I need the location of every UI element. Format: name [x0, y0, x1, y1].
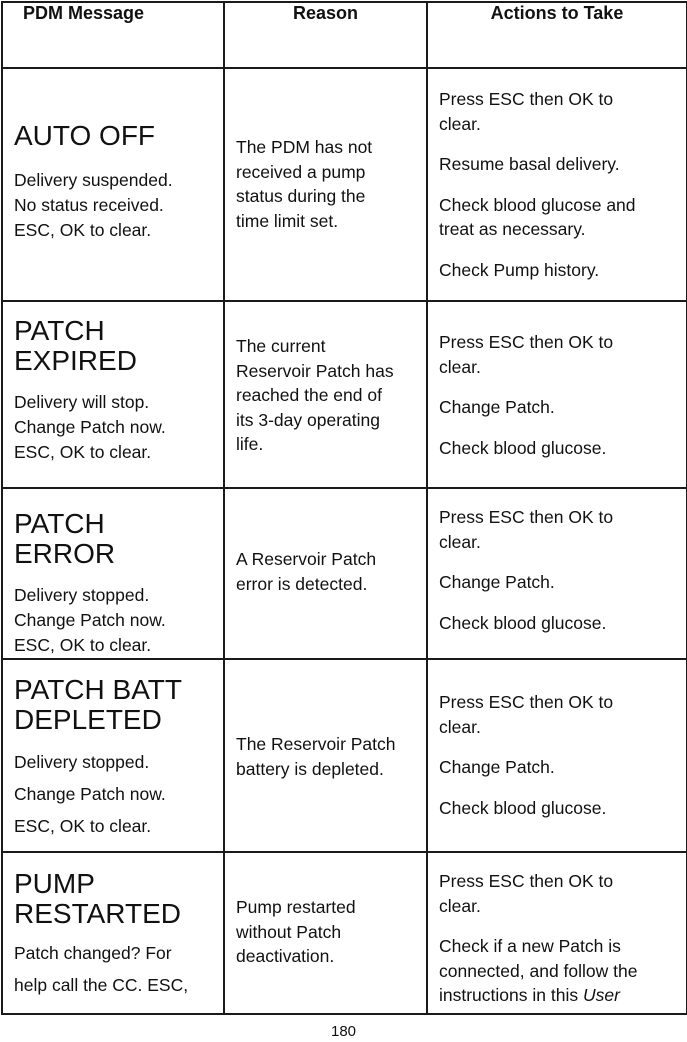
page-number: 180	[330, 1023, 357, 1040]
action-item: Change Patch.	[439, 397, 555, 417]
alarm-reason: The Reservoir Patch battery is depleted.	[236, 734, 396, 779]
header-pdm-message: PDM Message	[1, 1, 225, 69]
actions-cell: Press ESC then OK to clear. Resume basal…	[426, 67, 687, 302]
message-line: Delivery stopped.	[14, 752, 150, 772]
message-line: ESC, OK to clear.	[14, 816, 152, 836]
action-item: Press ESC then OK to clear.	[439, 692, 614, 737]
actions-cell: Press ESC then OK to clear. Check if a n…	[426, 851, 687, 1015]
action-italic-text: User	[582, 985, 620, 1005]
message-line: Change Patch now.	[14, 610, 166, 630]
table-row: PATCH ERROR Delivery stopped. Change Pat…	[1, 487, 687, 660]
action-item: Change Patch.	[439, 757, 555, 777]
alarm-title: PUMP RESTARTED	[14, 868, 181, 929]
action-item: Check blood glucose and treat as necessa…	[439, 194, 636, 240]
alarm-reason: The PDM has not received a pump status d…	[236, 137, 373, 231]
message-line: Delivery stopped.	[14, 585, 150, 605]
header-reason: Reason	[223, 1, 428, 69]
alarm-reason: Pump restarted without Patch deactivatio…	[236, 897, 356, 966]
actions-cell: Press ESC then OK to clear. Change Patch…	[426, 300, 687, 489]
reason-cell: The Reservoir Patch battery is depleted.	[223, 658, 428, 853]
table-row: PUMP RESTARTED Patch changed? For help c…	[1, 851, 687, 1015]
reason-cell: The current Reservoir Patch has reached …	[223, 300, 428, 489]
action-item: Change Patch.	[439, 572, 555, 592]
action-item: Press ESC then OK to clear.	[439, 507, 614, 552]
reason-cell: The PDM has not received a pump status d…	[223, 67, 428, 302]
message-cell: PUMP RESTARTED Patch changed? For help c…	[1, 851, 225, 1015]
actions-cell: Press ESC then OK to clear. Change Patch…	[426, 487, 687, 660]
message-cell: PATCH EXPIRED Delivery will stop. Change…	[1, 300, 225, 489]
alarm-message: Delivery suspended. No status received. …	[14, 168, 213, 243]
alarm-message: Delivery will stop. Change Patch now. ES…	[14, 390, 213, 465]
header-row: PDM Message Reason Actions to Take	[1, 1, 687, 69]
alarm-title: PATCH EXPIRED	[14, 315, 137, 376]
message-line: Delivery suspended.	[14, 170, 173, 190]
message-line: Change Patch now.	[14, 417, 166, 437]
action-text: Check if a new Patch is connected, and f…	[439, 936, 638, 1005]
message-cell: PATCH ERROR Delivery stopped. Change Pat…	[1, 487, 225, 660]
action-item: Check Pump history.	[439, 259, 600, 280]
message-cell: AUTO OFF Delivery suspended. No status r…	[1, 67, 225, 302]
table-row: AUTO OFF Delivery suspended. No status r…	[1, 67, 687, 302]
message-line: Patch changed? For	[14, 943, 172, 963]
alarm-title: PATCH BATT DEPLETED	[14, 674, 182, 735]
header-actions: Actions to Take	[426, 1, 687, 69]
reason-cell: A Reservoir Patch error is detected.	[223, 487, 428, 660]
action-item: Check if a new Patch is connected, and f…	[439, 934, 676, 1008]
reason-cell: Pump restarted without Patch deactivatio…	[223, 851, 428, 1015]
message-line: No status received.	[14, 195, 164, 215]
action-item: Check blood glucose.	[439, 612, 607, 633]
action-item: Press ESC then OK to clear.	[439, 89, 614, 134]
message-line: ESC, OK to clear.	[14, 220, 152, 240]
message-line: Delivery will stop.	[14, 392, 150, 412]
alarm-title: AUTO OFF	[14, 120, 156, 151]
action-item: Resume basal delivery.	[439, 154, 620, 174]
message-line: help call the CC. ESC,	[14, 975, 189, 995]
message-line: Change Patch now.	[14, 784, 166, 804]
table-row: PATCH EXPIRED Delivery will stop. Change…	[1, 300, 687, 489]
message-line: ESC, OK to clear.	[14, 442, 152, 462]
action-item: Check blood glucose.	[439, 437, 607, 458]
alarm-message: Delivery stopped. Change Patch now. ESC,…	[14, 746, 213, 842]
alarm-message: Patch changed? For help call the CC. ESC…	[14, 937, 213, 1001]
alarm-title: PATCH ERROR	[14, 508, 116, 569]
alarm-reason: The current Reservoir Patch has reached …	[236, 336, 394, 454]
action-item: Press ESC then OK to clear.	[439, 332, 614, 377]
action-item: Press ESC then OK to clear.	[439, 871, 614, 916]
alarm-reason: A Reservoir Patch error is detected.	[236, 549, 377, 594]
table-row: PATCH BATT DEPLETED Delivery stopped. Ch…	[1, 658, 687, 853]
alarm-message: Delivery stopped. Change Patch now. ESC,…	[14, 583, 213, 658]
message-line: ESC, OK to clear.	[14, 635, 152, 655]
actions-cell: Press ESC then OK to clear. Change Patch…	[426, 658, 687, 853]
message-cell: PATCH BATT DEPLETED Delivery stopped. Ch…	[1, 658, 225, 853]
action-item: Check blood glucose.	[439, 797, 607, 818]
alarm-table: PDM Message Reason Actions to Take AUTO …	[1, 1, 687, 1015]
